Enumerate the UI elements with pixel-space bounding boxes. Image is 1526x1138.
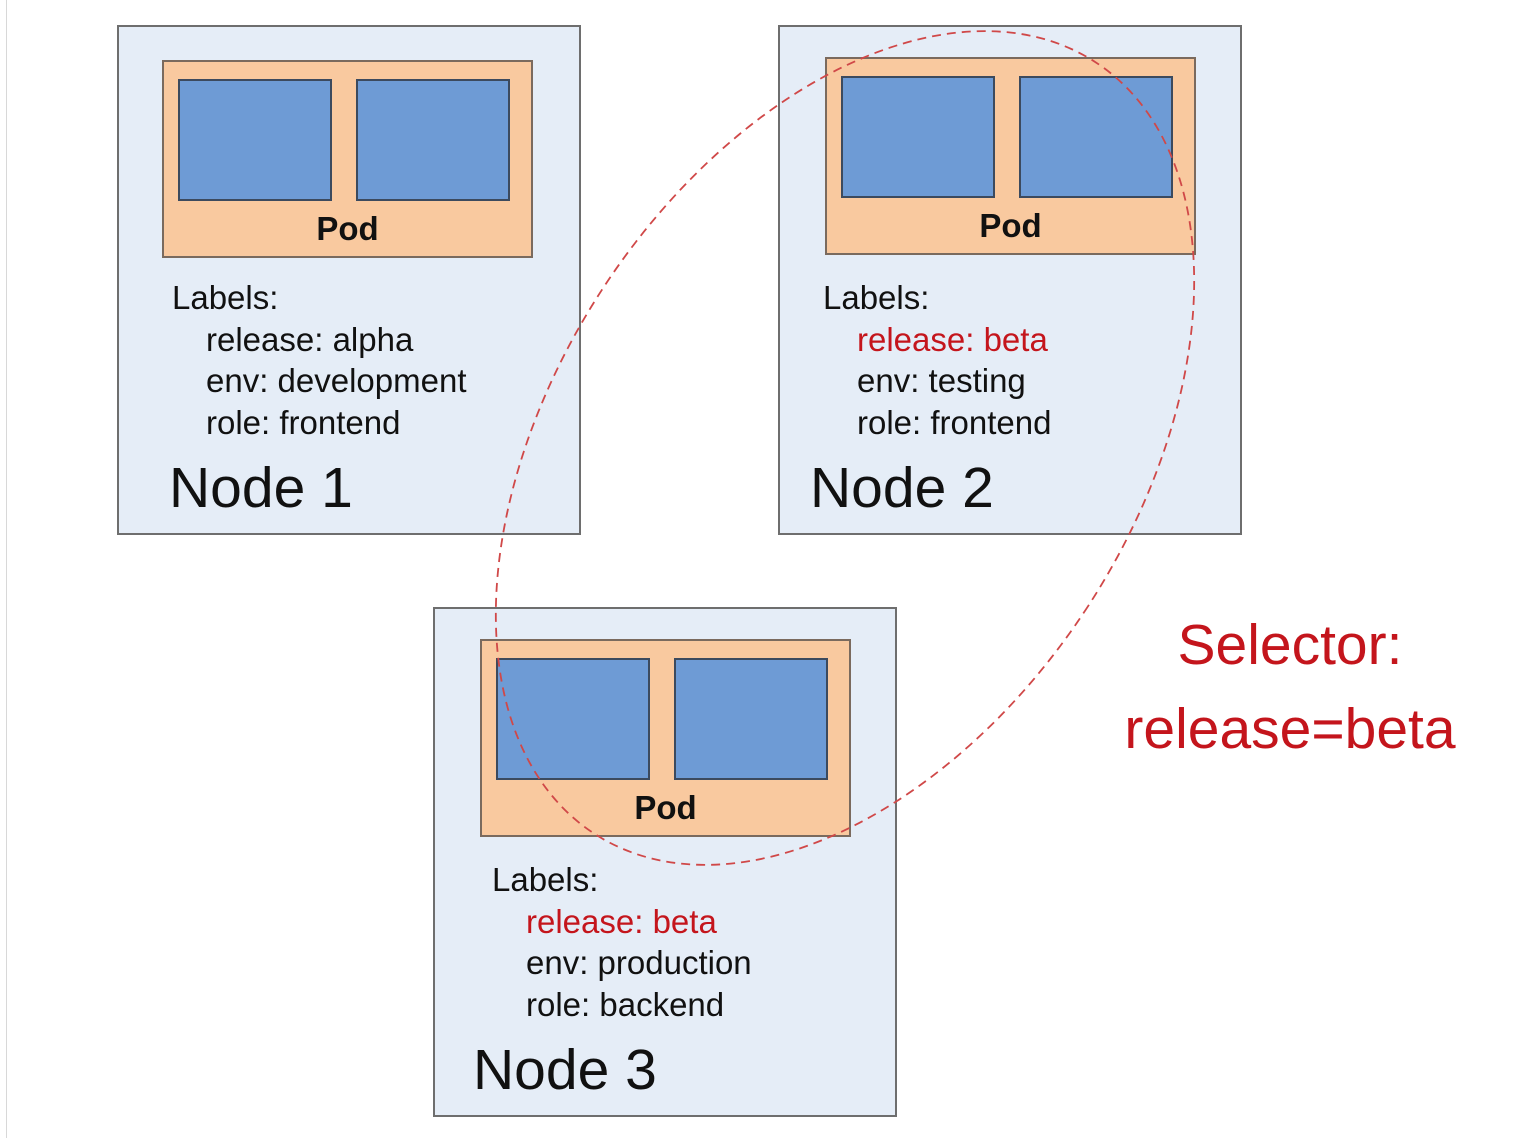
label-role: role: frontend <box>857 403 1052 441</box>
labels-list: Labels: release: beta env: production ro… <box>492 859 752 1025</box>
labels-heading: Labels: <box>823 279 930 316</box>
label-role: role: backend <box>526 985 725 1023</box>
label-release: release: alpha <box>206 320 414 358</box>
node-title: Node 3 <box>473 1038 657 1102</box>
pod: Pod <box>480 639 851 837</box>
container <box>841 76 995 198</box>
node-title: Node 1 <box>169 456 353 520</box>
selector-text: Selector: release=beta <box>1100 603 1480 771</box>
node-1: Pod Labels: release: alpha env: developm… <box>117 25 581 535</box>
label-role: role: frontend <box>206 403 401 441</box>
pod-label: Pod <box>316 210 379 247</box>
container <box>496 658 650 780</box>
container <box>674 658 828 780</box>
labels-list: Labels: release: alpha env: development … <box>172 277 467 443</box>
pod: Pod <box>825 57 1196 255</box>
container <box>1019 76 1173 198</box>
selector-expression: release=beta <box>1124 697 1456 761</box>
pod-label: Pod <box>979 207 1042 244</box>
labels-heading: Labels: <box>172 279 279 316</box>
label-release: release: beta <box>526 902 717 940</box>
label-env: env: testing <box>857 362 1026 399</box>
page-edge-rule <box>6 0 7 1138</box>
container <box>356 79 510 201</box>
node-2: Pod Labels: release: beta env: testing r… <box>778 25 1242 535</box>
labels-heading: Labels: <box>492 861 599 898</box>
labels-list: Labels: release: beta env: testing role:… <box>823 277 1051 443</box>
label-env: env: production <box>526 944 752 981</box>
label-release: release: beta <box>857 320 1048 358</box>
selector-title: Selector: <box>1177 613 1403 677</box>
node-3: Pod Labels: release: beta env: productio… <box>433 607 897 1117</box>
pod-label: Pod <box>634 789 697 826</box>
pod: Pod <box>162 60 533 258</box>
label-env: env: development <box>206 362 467 399</box>
container <box>178 79 332 201</box>
node-title: Node 2 <box>810 456 994 520</box>
